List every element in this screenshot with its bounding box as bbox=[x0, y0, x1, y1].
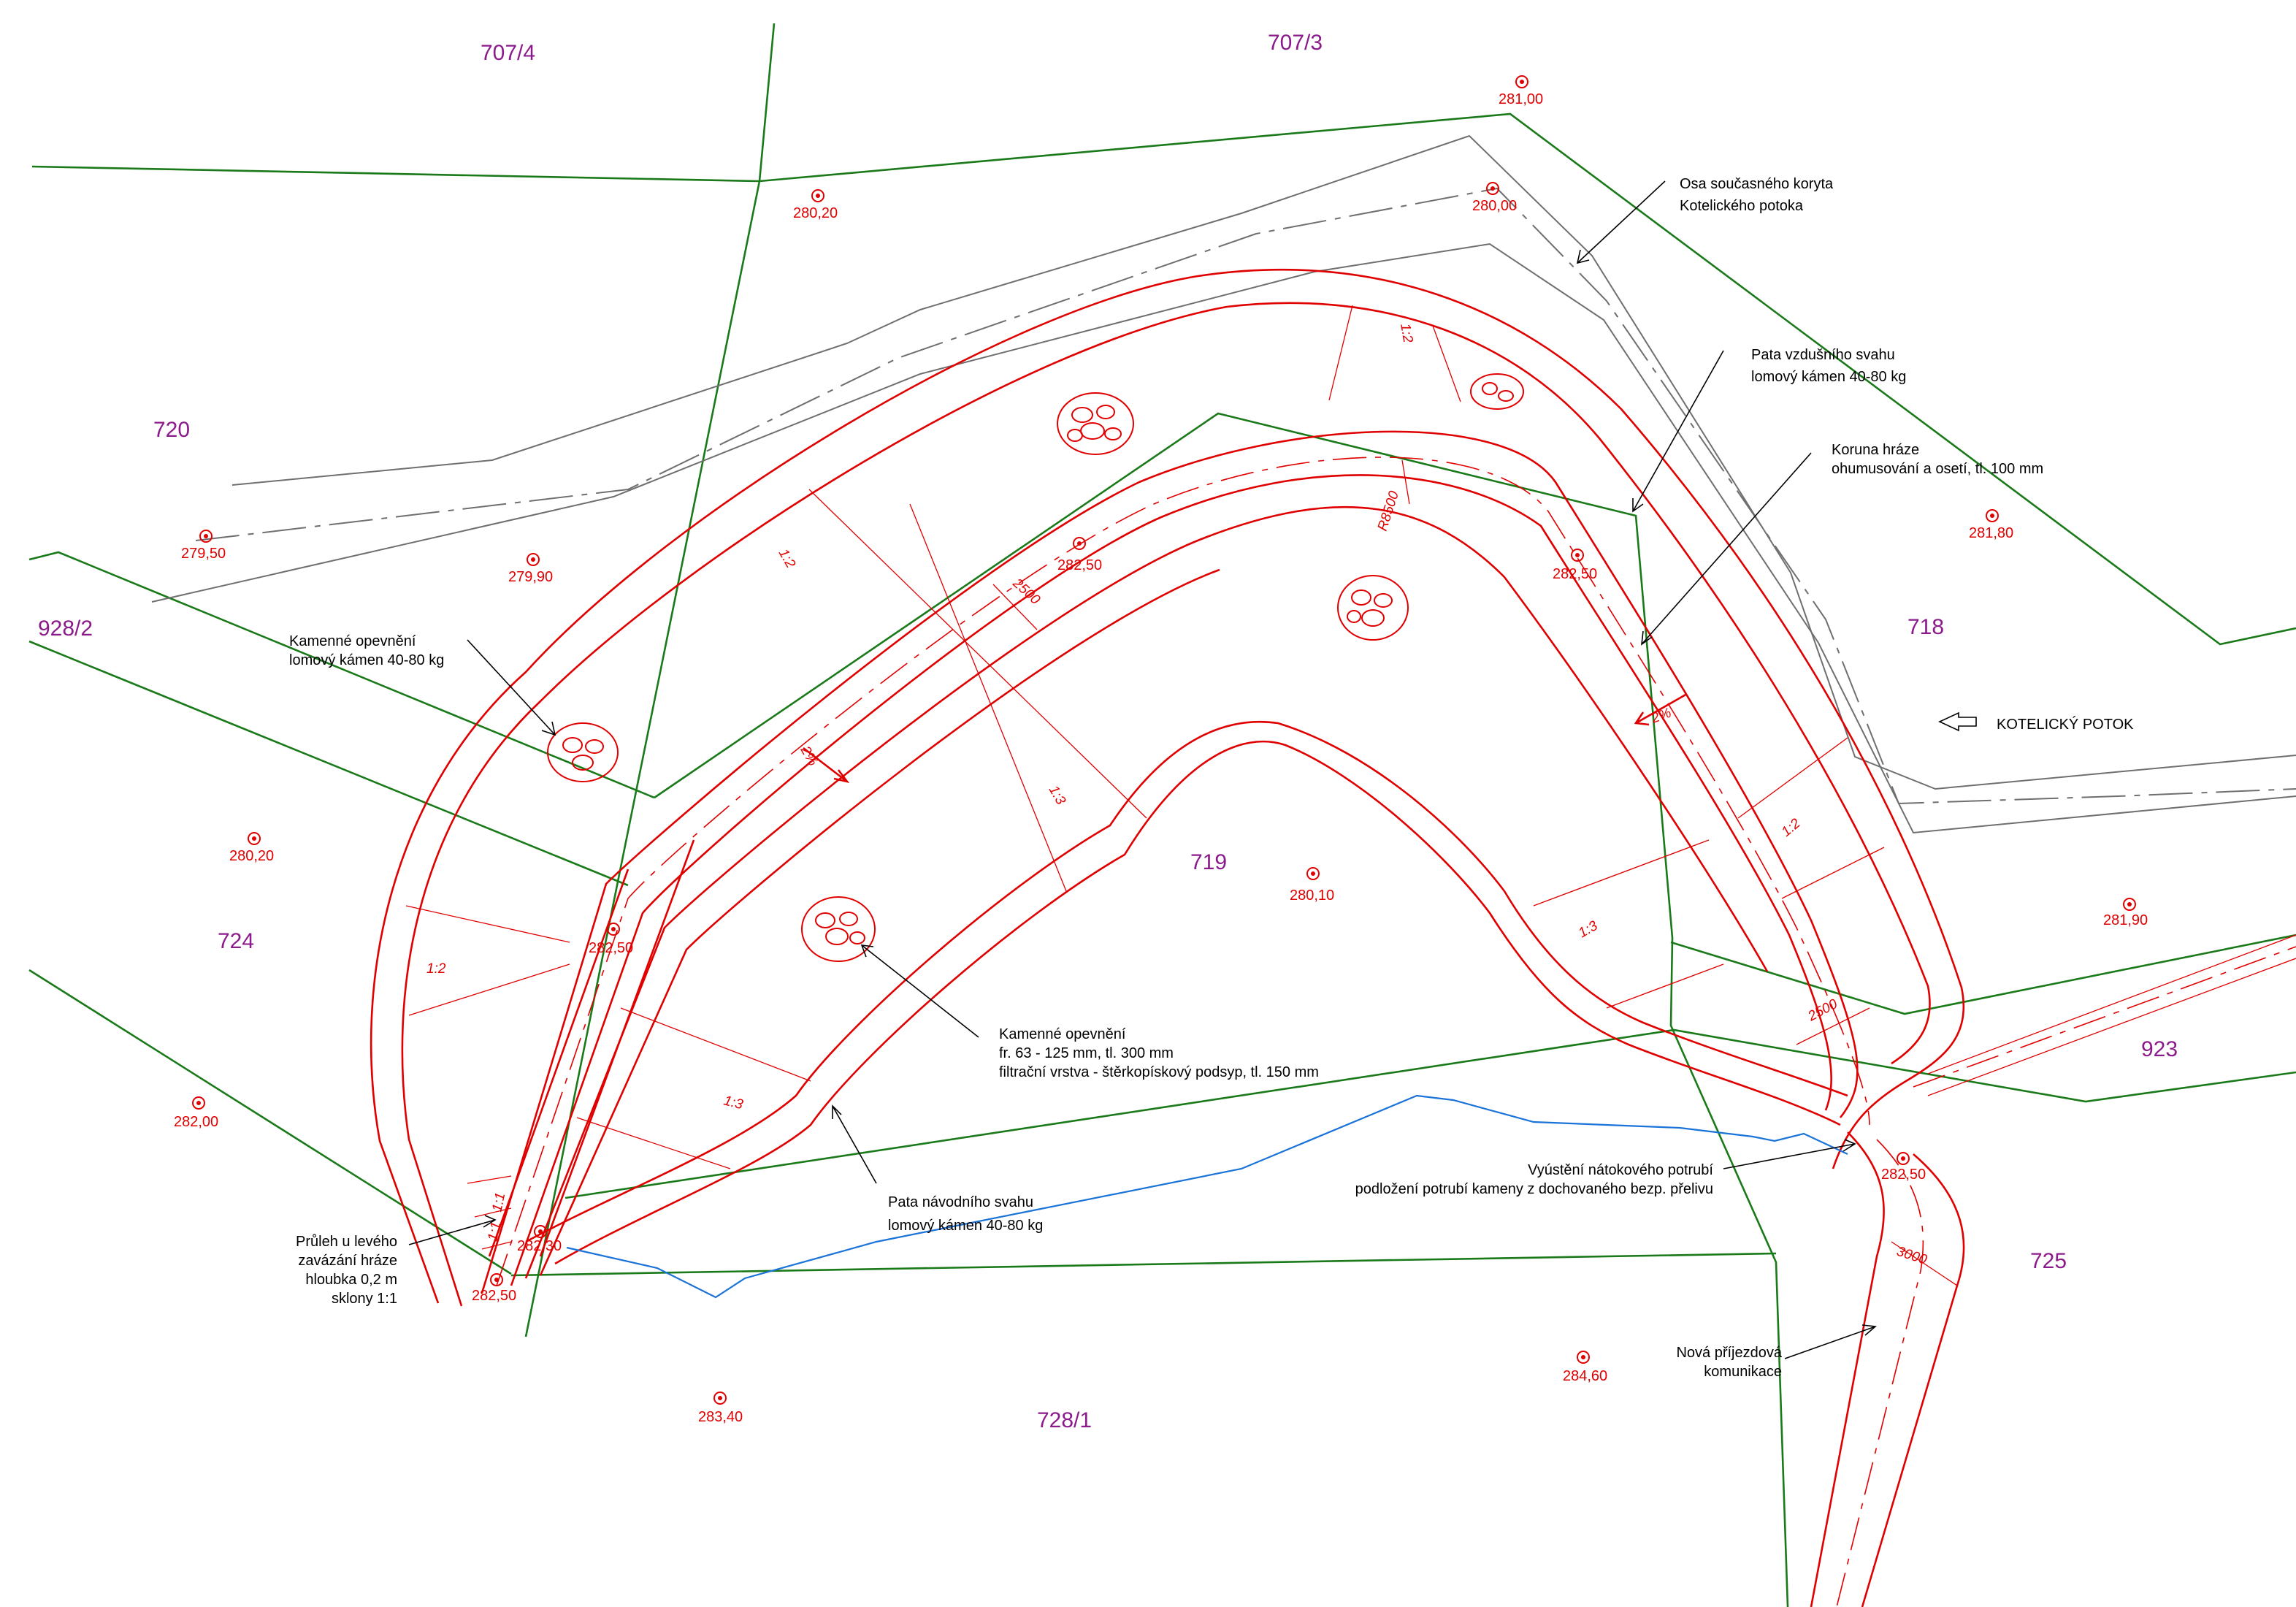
note-stone-lining-center: Kamenné opevnění bbox=[999, 1026, 1126, 1042]
note-dam-crest: ohumusování a osetí, tl. 100 mm bbox=[1832, 461, 2043, 477]
spot-height: 282,50 bbox=[589, 940, 633, 956]
note-stone-lining-center: filtrační vrstva - štěrkopískový podsyp,… bbox=[999, 1064, 1319, 1080]
spot-height: 282,00 bbox=[174, 1114, 218, 1130]
slope-label: 1:3 bbox=[722, 1093, 745, 1112]
note-downstream-toe: lomový kámen 40-80 kg bbox=[1751, 369, 1906, 385]
parcel-number: 707/3 bbox=[1268, 31, 1323, 55]
note-swale: Průleh u levého bbox=[296, 1234, 397, 1250]
parcel-numbers: 707/4 707/3 720 928/2 724 719 718 923 72… bbox=[38, 31, 2178, 1432]
spot-height: 282,50 bbox=[1553, 566, 1597, 582]
slope-label: 1:2 bbox=[426, 961, 446, 977]
leader-lines bbox=[408, 180, 1877, 1359]
spot-height: 282,50 bbox=[1881, 1167, 1926, 1183]
spot-marker-icon bbox=[490, 1273, 503, 1286]
spot-height: 282,30 bbox=[517, 1238, 562, 1254]
spot-marker-icon bbox=[1897, 1152, 1910, 1165]
parcel-number: 719 bbox=[1190, 850, 1227, 874]
spot-marker-icon bbox=[2123, 898, 2136, 911]
spot-height: 280,20 bbox=[229, 848, 274, 864]
riprap-south bbox=[801, 896, 876, 962]
note-dam-crest: Koruna hráze bbox=[1832, 442, 1919, 458]
spot-height: 279,50 bbox=[181, 546, 226, 562]
riprap-north bbox=[1057, 392, 1134, 455]
note-access-road: komunikace bbox=[1704, 1364, 1782, 1380]
parcel-number: 724 bbox=[218, 929, 254, 953]
parcel-number: 725 bbox=[2030, 1249, 2067, 1273]
spot-height: 282,50 bbox=[472, 1288, 516, 1304]
riprap-northeast bbox=[1470, 373, 1524, 410]
note-upstream-toe: lomový kámen 40-80 kg bbox=[888, 1218, 1043, 1234]
spot-height: 281,00 bbox=[1499, 91, 1543, 107]
parcel-number: 707/4 bbox=[481, 41, 535, 65]
parcel-number: 718 bbox=[1907, 615, 1944, 639]
water-line bbox=[566, 1094, 1848, 1299]
note-inlet-pipe: podložení potrubí kameny z dochovaného b… bbox=[1355, 1181, 1713, 1197]
riprap-west bbox=[547, 722, 619, 782]
spot-height: 281,90 bbox=[2103, 912, 2148, 928]
spot-height: 284,60 bbox=[1563, 1368, 1607, 1384]
riprap-center bbox=[1337, 575, 1409, 641]
parcel-boundaries bbox=[28, 23, 2296, 1607]
spot-height-markers bbox=[192, 75, 2136, 1405]
slope-label: 1:2 bbox=[776, 546, 799, 571]
spot-marker-icon bbox=[713, 1392, 727, 1405]
spot-marker-icon bbox=[1515, 75, 1528, 88]
note-swale: sklony 1:1 bbox=[332, 1291, 397, 1307]
spot-marker-icon bbox=[811, 189, 824, 202]
note-stream-axis: Kotelického potoka bbox=[1680, 198, 1804, 214]
annotation-notes: Osa současného koryta Kotelického potoka… bbox=[289, 176, 2134, 1380]
parcel-number: 720 bbox=[153, 418, 190, 442]
note-stone-lining-center: fr. 63 - 125 mm, tl. 300 mm bbox=[999, 1045, 1174, 1061]
spot-marker-icon bbox=[1986, 509, 1999, 522]
parcel-number: 728/1 bbox=[1037, 1408, 1092, 1432]
spot-marker-icon bbox=[527, 553, 540, 566]
spot-marker-icon bbox=[607, 923, 620, 936]
slope-label: 1:2 bbox=[1779, 815, 1804, 839]
riprap-symbols bbox=[547, 373, 1524, 962]
note-upstream-toe: Pata návodního svahu bbox=[888, 1194, 1033, 1210]
road-width-label: 3000 bbox=[1894, 1244, 1929, 1268]
note-inlet-pipe: Vyústění nátokového potrubí bbox=[1528, 1162, 1713, 1178]
note-swale: hloubka 0,2 m bbox=[305, 1272, 397, 1288]
spot-marker-icon bbox=[534, 1225, 547, 1238]
spot-height-labels: 281,00 280,20 280,00 279,50 279,90 282,5… bbox=[174, 91, 2148, 1425]
note-stone-lining-left: lomový kámen 40-80 kg bbox=[289, 652, 444, 668]
crest-width-label: 2500 bbox=[1805, 996, 1840, 1025]
spot-marker-icon bbox=[1306, 867, 1320, 880]
note-access-road: Nová příjezdová bbox=[1676, 1345, 1782, 1361]
slope-label: 1:3 bbox=[1046, 783, 1069, 808]
slope-label: 1:1 bbox=[485, 1221, 504, 1243]
spot-marker-icon bbox=[248, 832, 261, 845]
spot-marker-icon bbox=[1486, 182, 1499, 195]
spot-marker-icon bbox=[1571, 549, 1584, 562]
note-stream-axis: Osa současného koryta bbox=[1680, 176, 1834, 192]
note-downstream-toe: Pata vzdušního svahu bbox=[1751, 347, 1895, 363]
parcel-number: 928/2 bbox=[38, 617, 93, 641]
stream-direction-arrow bbox=[1938, 711, 1977, 732]
spot-height: 280,00 bbox=[1472, 198, 1517, 214]
crest-width-label: 2500 bbox=[1009, 575, 1044, 608]
spot-marker-icon bbox=[1073, 537, 1086, 550]
spot-marker-icon bbox=[199, 530, 213, 543]
spot-height: 283,40 bbox=[698, 1409, 743, 1425]
dam bbox=[370, 268, 2296, 1607]
radius-label: R8500 bbox=[1375, 489, 1402, 533]
existing-stream bbox=[151, 134, 2296, 834]
note-swale: zavázání hráze bbox=[298, 1253, 397, 1269]
note-stone-lining-left: Kamenné opevnění bbox=[289, 633, 416, 649]
spot-height: 279,90 bbox=[508, 569, 553, 585]
slope-label: 1:2 bbox=[1397, 322, 1415, 344]
parcel-number: 923 bbox=[2141, 1037, 2178, 1061]
spot-height: 282,50 bbox=[1057, 557, 1102, 573]
spot-height: 281,80 bbox=[1969, 525, 2013, 541]
spot-height: 280,20 bbox=[793, 205, 838, 221]
spot-height: 280,10 bbox=[1290, 888, 1334, 904]
slope-label: 1:3 bbox=[1576, 918, 1601, 942]
stream-name-label: KOTELICKÝ POTOK bbox=[1997, 716, 2134, 733]
slope-labels: 1:2 1:2 1:3 1:2 1:3 1:2 1:3 1:1 1:1 bbox=[426, 322, 1804, 1243]
spot-marker-icon bbox=[192, 1096, 205, 1110]
spot-marker-icon bbox=[1577, 1351, 1590, 1364]
